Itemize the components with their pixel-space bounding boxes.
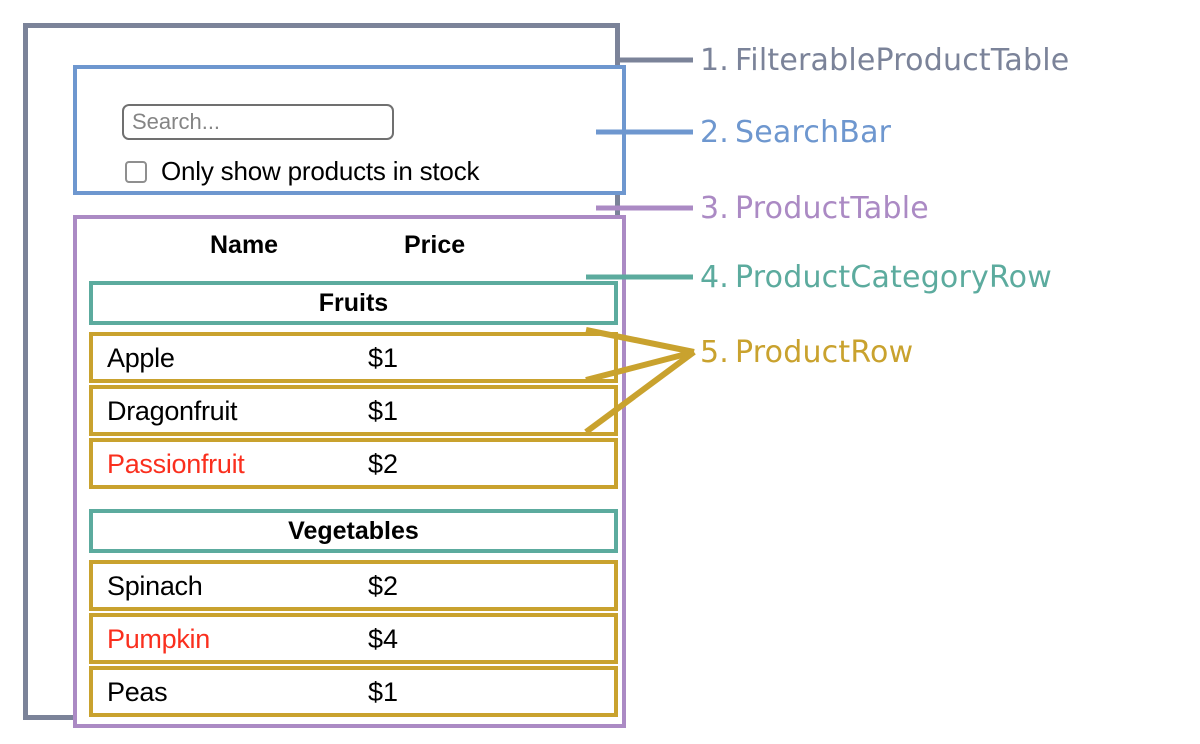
in-stock-checkbox-row[interactable]: Only show products in stock — [125, 156, 479, 187]
product-table-box: Name Price Fruits Apple $1 Dragonfruit $… — [73, 215, 626, 728]
annotation-label-1: 1.FilterableProductTable — [700, 43, 1069, 78]
annotation-label-3: 3.ProductTable — [700, 191, 929, 226]
annotation-label-2: 2.SearchBar — [700, 115, 891, 150]
product-name: Peas — [107, 677, 168, 707]
product-row: Passionfruit $2 — [89, 438, 618, 489]
product-price: $1 — [368, 343, 399, 373]
annotation-label-5: 5.ProductRow — [700, 335, 913, 370]
annotation-text-4: ProductCategoryRow — [735, 260, 1052, 295]
product-table-header-row: Name Price — [77, 225, 622, 273]
product-row: Pumpkin $4 — [89, 613, 618, 664]
annotation-number-2: 2. — [700, 115, 730, 150]
product-name: Apple — [107, 343, 175, 373]
product-category-row: Fruits — [89, 281, 618, 325]
checkbox-icon[interactable] — [125, 160, 147, 183]
column-header-name: Name — [210, 231, 279, 259]
product-table-body: Fruits Apple $1 Dragonfruit $1 Passionfr… — [89, 281, 618, 719]
annotation-number-1: 1. — [700, 43, 730, 78]
annotation-number-3: 3. — [700, 191, 730, 226]
product-price: $1 — [368, 396, 399, 426]
product-row: Peas $1 — [89, 666, 618, 717]
product-row: Dragonfruit $1 — [89, 385, 618, 436]
annotation-text-5: ProductRow — [735, 335, 914, 370]
product-category-row: Vegetables — [89, 509, 618, 553]
product-name: Spinach — [107, 571, 203, 601]
annotation-text-2: SearchBar — [735, 115, 892, 150]
annotation-number-5: 5. — [700, 335, 730, 370]
product-price: $4 — [368, 624, 399, 654]
in-stock-checkbox-label: Only show products in stock — [161, 156, 480, 186]
product-name: Dragonfruit — [107, 396, 238, 426]
annotation-text-3: ProductTable — [735, 191, 929, 226]
search-input[interactable] — [122, 104, 394, 140]
column-header-price: Price — [404, 231, 466, 259]
search-bar-box: Only show products in stock — [73, 65, 626, 195]
product-price: $1 — [368, 677, 399, 707]
product-name: Passionfruit — [107, 449, 245, 479]
product-price: $2 — [368, 449, 399, 479]
product-price: $2 — [368, 571, 399, 601]
product-name: Pumpkin — [107, 624, 210, 654]
annotation-label-4: 4.ProductCategoryRow — [700, 260, 1052, 295]
product-row: Apple $1 — [89, 332, 618, 383]
annotation-number-4: 4. — [700, 260, 730, 295]
product-row: Spinach $2 — [89, 560, 618, 611]
annotation-text-1: FilterableProductTable — [735, 43, 1070, 78]
filterable-product-table-box: Only show products in stock Name Price F… — [23, 23, 626, 728]
